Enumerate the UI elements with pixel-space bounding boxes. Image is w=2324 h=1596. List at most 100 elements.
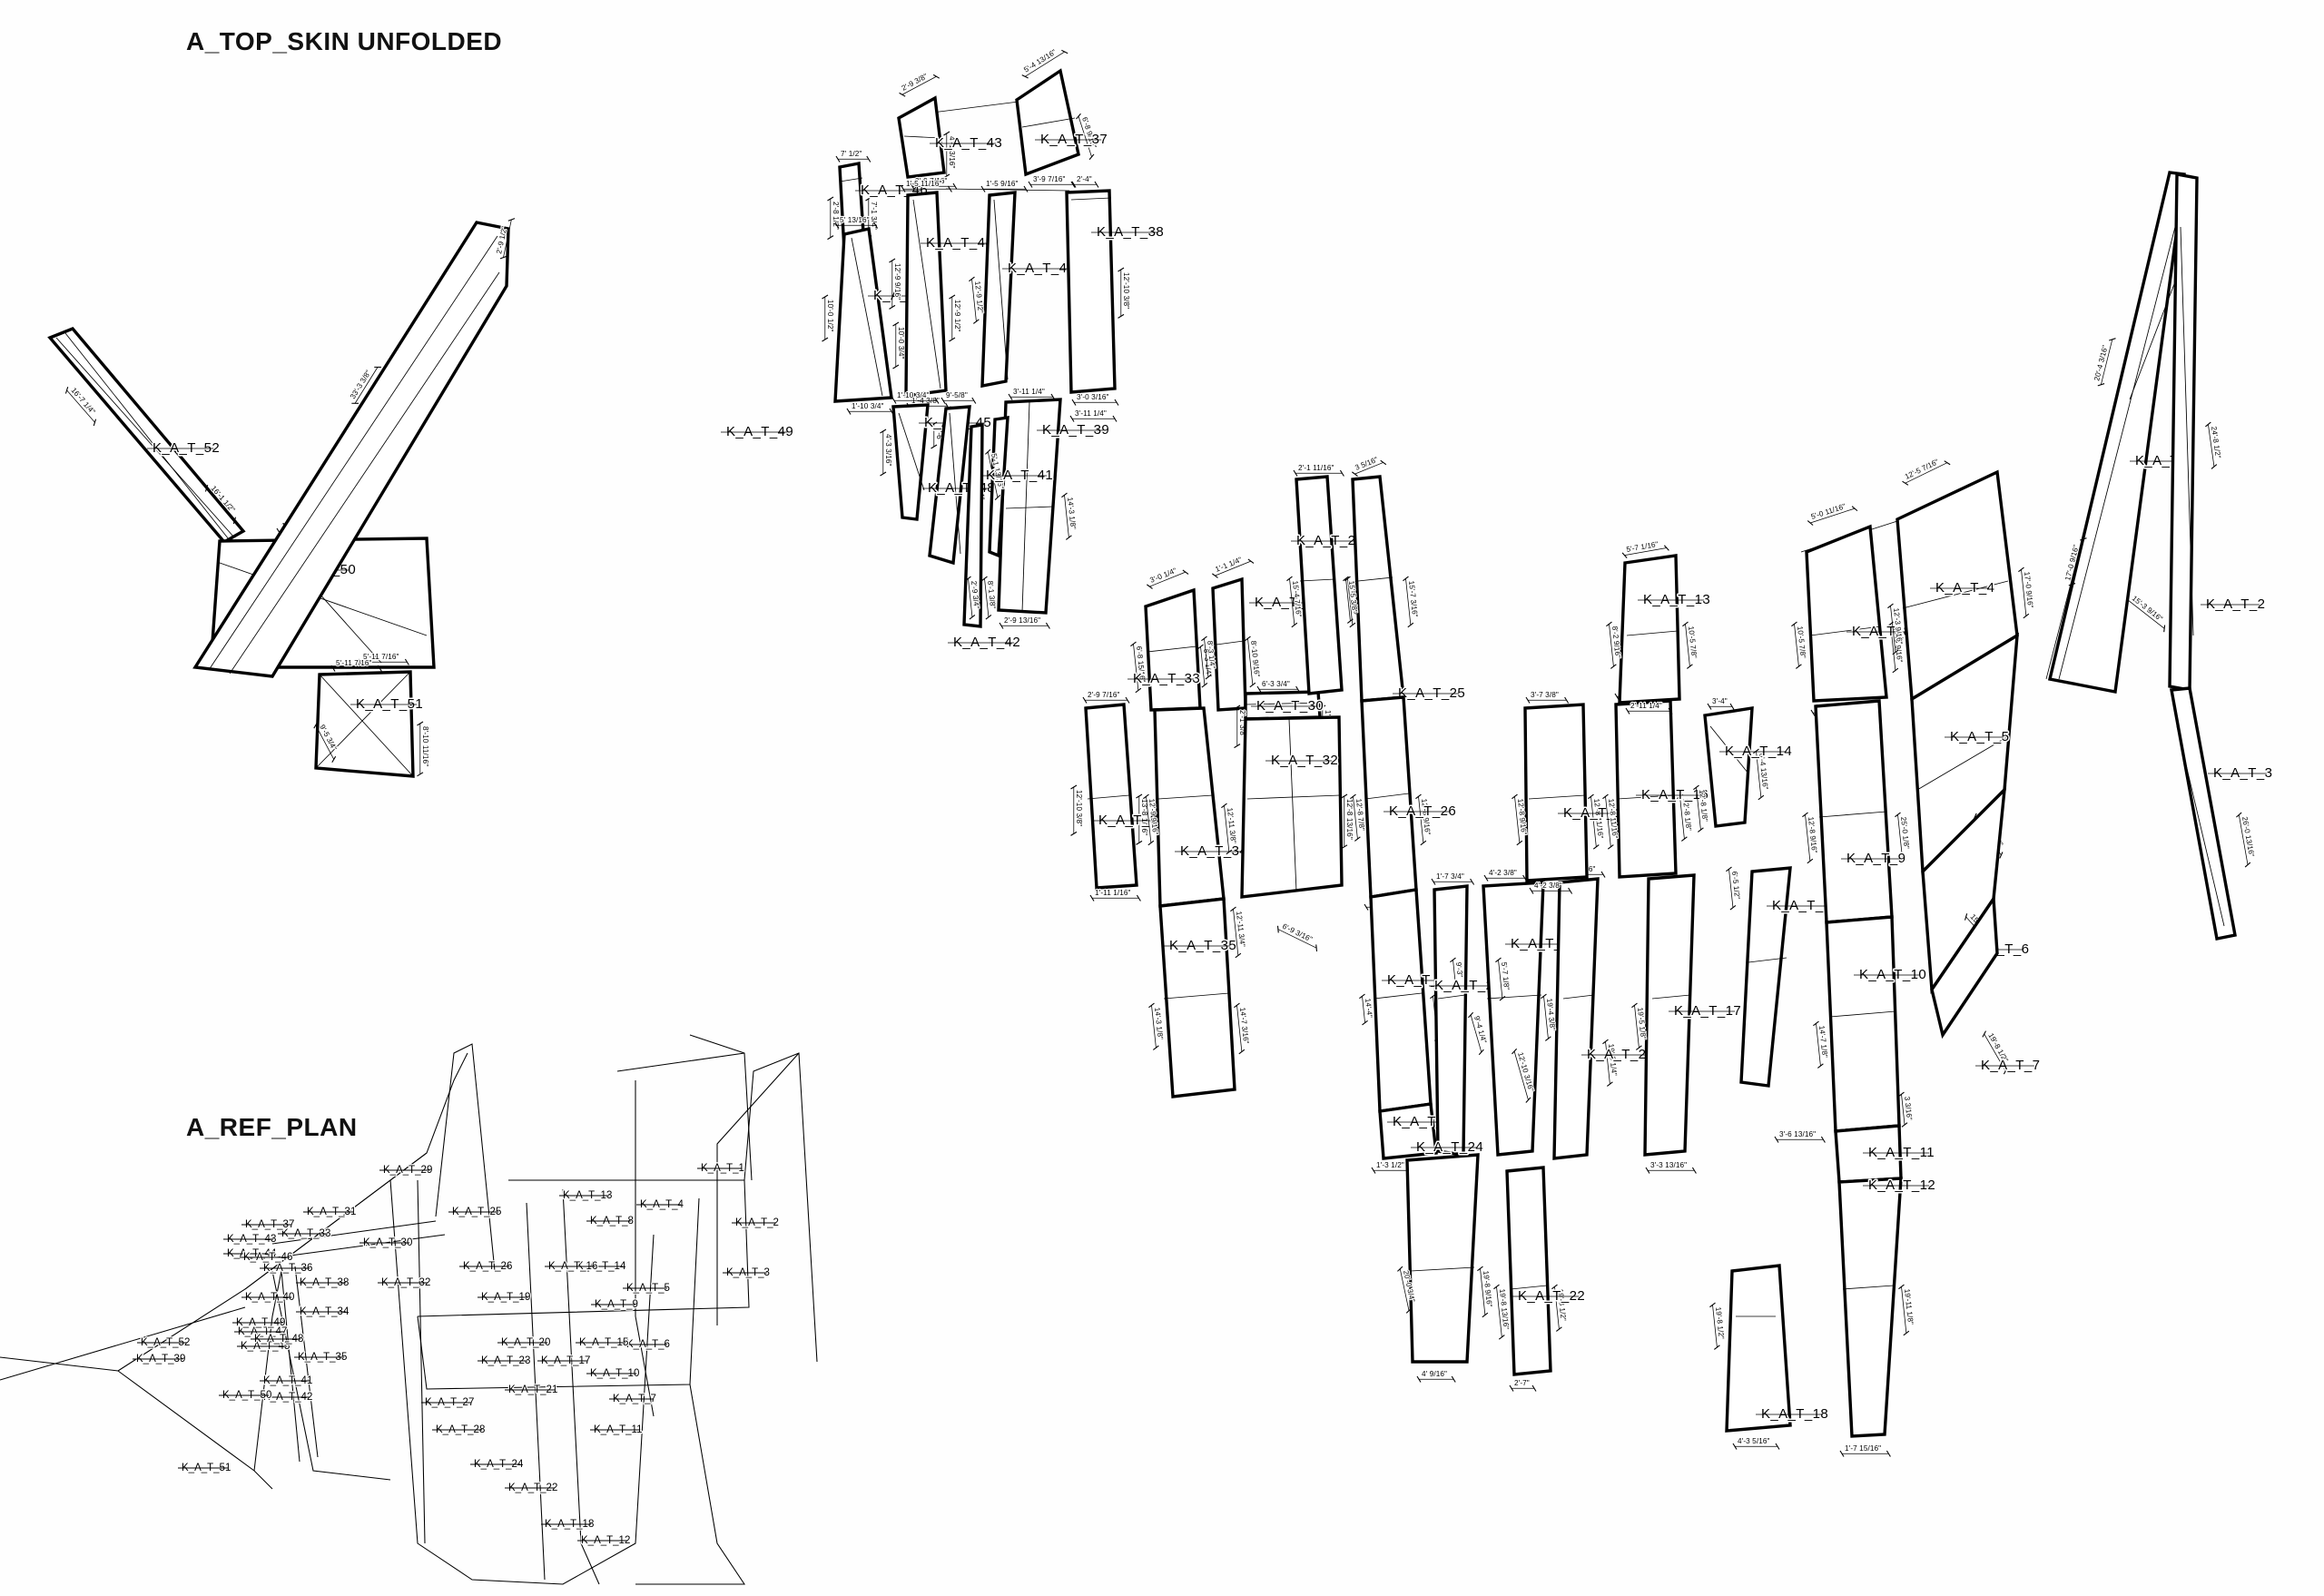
dimension-text: 8'-3 1/4" [1202, 648, 1213, 677]
panel-K_A_T_36: 2'-9 7/16"12'-10 3/8"13'-8 1/16"1'-11 1/… [1070, 690, 1167, 901]
dimension-line [66, 389, 95, 423]
dimension-tick [1341, 793, 1348, 799]
dimension-tick [1293, 469, 1298, 477]
dimension-tick [1602, 793, 1609, 800]
dimension-tick [822, 294, 829, 300]
dimension-line [971, 279, 977, 322]
panel-seam-line [2176, 725, 2225, 927]
dimension-tick [1197, 644, 1204, 650]
dimension-tick [1221, 803, 1227, 809]
dimension-line [1696, 787, 1701, 831]
dimension-tick [1903, 1330, 1910, 1336]
dimension-line [1149, 571, 1187, 587]
dimension-text: 4'-2 3/8" [1534, 882, 1562, 890]
dimension-tick [1114, 399, 1119, 406]
dimension-line [2072, 538, 2084, 585]
dimension-tick [358, 658, 363, 665]
dimension-tick [1089, 894, 1095, 901]
panel-seam-line [1005, 506, 1054, 509]
dimension-text: 19'-5 1/4" [1607, 1043, 1619, 1076]
panel-label: K_A_T_51 [356, 696, 423, 712]
panel-outline [1643, 873, 1696, 1157]
dimension-line [1728, 869, 1734, 908]
dimension-tick [1839, 1450, 1845, 1457]
ref-plan-edge [0, 1356, 119, 1372]
dimension-text: 12'-9 9/16" [893, 263, 901, 300]
dimension-tick [2097, 383, 2105, 387]
panel-outline [1837, 1177, 1903, 1438]
dimension-text: 3'-3 13/16" [1650, 1161, 1687, 1169]
ref-plan-edge [281, 1270, 300, 1463]
panel-label: K_A_T_10 [1859, 967, 1926, 982]
dimension-tick [1999, 852, 2004, 859]
dimension-tick [1136, 793, 1143, 799]
panel-outline [1158, 897, 1236, 1098]
dimension-tick [1791, 621, 1797, 627]
dimension-text: 3'-11 1/4" [1013, 388, 1045, 396]
dimension-line [1233, 909, 1239, 956]
dimension-tick [417, 721, 424, 726]
ref-plan-edge [117, 1052, 468, 1372]
panel-seam-line [55, 337, 235, 538]
dimension-tick [1895, 812, 1901, 818]
dimension-tick [1315, 944, 1318, 952]
panel-seam-line [2180, 226, 2194, 636]
dimension-tick [934, 397, 940, 404]
dimension-tick [1982, 1030, 1986, 1038]
dimension-line [1078, 116, 1092, 157]
panel-K_A_T_44: 1'-5 11/16"12'-9 9/16"12'-9 1/2"1'-4 3/8… [889, 179, 994, 409]
panel-K_A_T_34: 12'-9 9/16"12'-11 3/8"K_A_T_34 [1143, 706, 1248, 908]
dimension-tick [827, 235, 834, 241]
dimension-tick [889, 304, 896, 310]
dimension-tick [889, 258, 896, 263]
dimension-line [1901, 1094, 1905, 1126]
dimension-text: 16'-7 1/4" [69, 386, 96, 416]
panel-K_A_T_18: 19'-8 1/2"4'-3 5/16"K_A_T_18 [1709, 1264, 1829, 1450]
panel-seam-line [1748, 957, 1787, 963]
panel-seam-line [1486, 994, 1542, 1000]
dimension-tick [1726, 866, 1732, 872]
panel-K_A_T_43: 2'-9 3/8"4'-1 3/16"2'-9 7/16"K_A_T_43 [897, 71, 1003, 190]
dimension-line [1805, 814, 1811, 862]
dimension-tick [1813, 1020, 1819, 1027]
dimension-text: 2'-7" [1514, 1379, 1530, 1387]
dimension-tick [981, 576, 988, 582]
dimension-tick [1226, 849, 1233, 855]
panel-seam-line [1617, 794, 1675, 800]
dimension-tick [1732, 1443, 1738, 1450]
dimension-text: 10'-0 3/4" [897, 327, 905, 360]
panel-K_A_T_42: 2'-9 3/4"8'-1 3/8"K_A_T_42 [948, 422, 1021, 652]
dimension-line [1354, 462, 1384, 475]
ref-plan-edge [271, 1220, 437, 1245]
dimension-text: 3'-0 3/16" [1077, 393, 1109, 401]
dimension-tick [1470, 878, 1475, 885]
panel-seam-line [1916, 734, 2011, 791]
dimension-tick [866, 155, 872, 163]
dimension-tick [1349, 622, 1356, 628]
panel-outline [1930, 893, 1999, 1039]
dimension-line [1890, 606, 1896, 653]
panel-outline [1739, 866, 1792, 1088]
panel-label: K_A_T_24 [1416, 1139, 1483, 1155]
panel-seam-line [1163, 992, 1230, 1000]
dimension-tick [507, 218, 516, 222]
dimension-tick [1541, 993, 1547, 1000]
dimension-tick [1614, 693, 1620, 700]
panel-label: K_A_T_41 [986, 468, 1053, 483]
ref-plan-edge [389, 1179, 655, 1585]
panel-seam-line [1288, 718, 1297, 892]
dimension-text: 15'-3 9/16" [2131, 594, 2164, 623]
dimension-tick [835, 155, 841, 163]
dimension-tick [892, 364, 900, 369]
dimension-tick [1693, 784, 1699, 791]
panel-seam-line [1809, 626, 1882, 636]
dimension-line [1634, 1005, 1640, 1049]
dimension-tick [1707, 703, 1712, 710]
dimension-tick [1450, 957, 1456, 963]
dimension-line [206, 488, 235, 521]
panel-seam-line [1410, 1266, 1475, 1272]
dimension-text: 5'-7 1/16" [1626, 540, 1659, 554]
panel-seam-line [912, 199, 941, 389]
dimension-tick [1118, 267, 1125, 272]
dimension-tick [827, 196, 834, 202]
